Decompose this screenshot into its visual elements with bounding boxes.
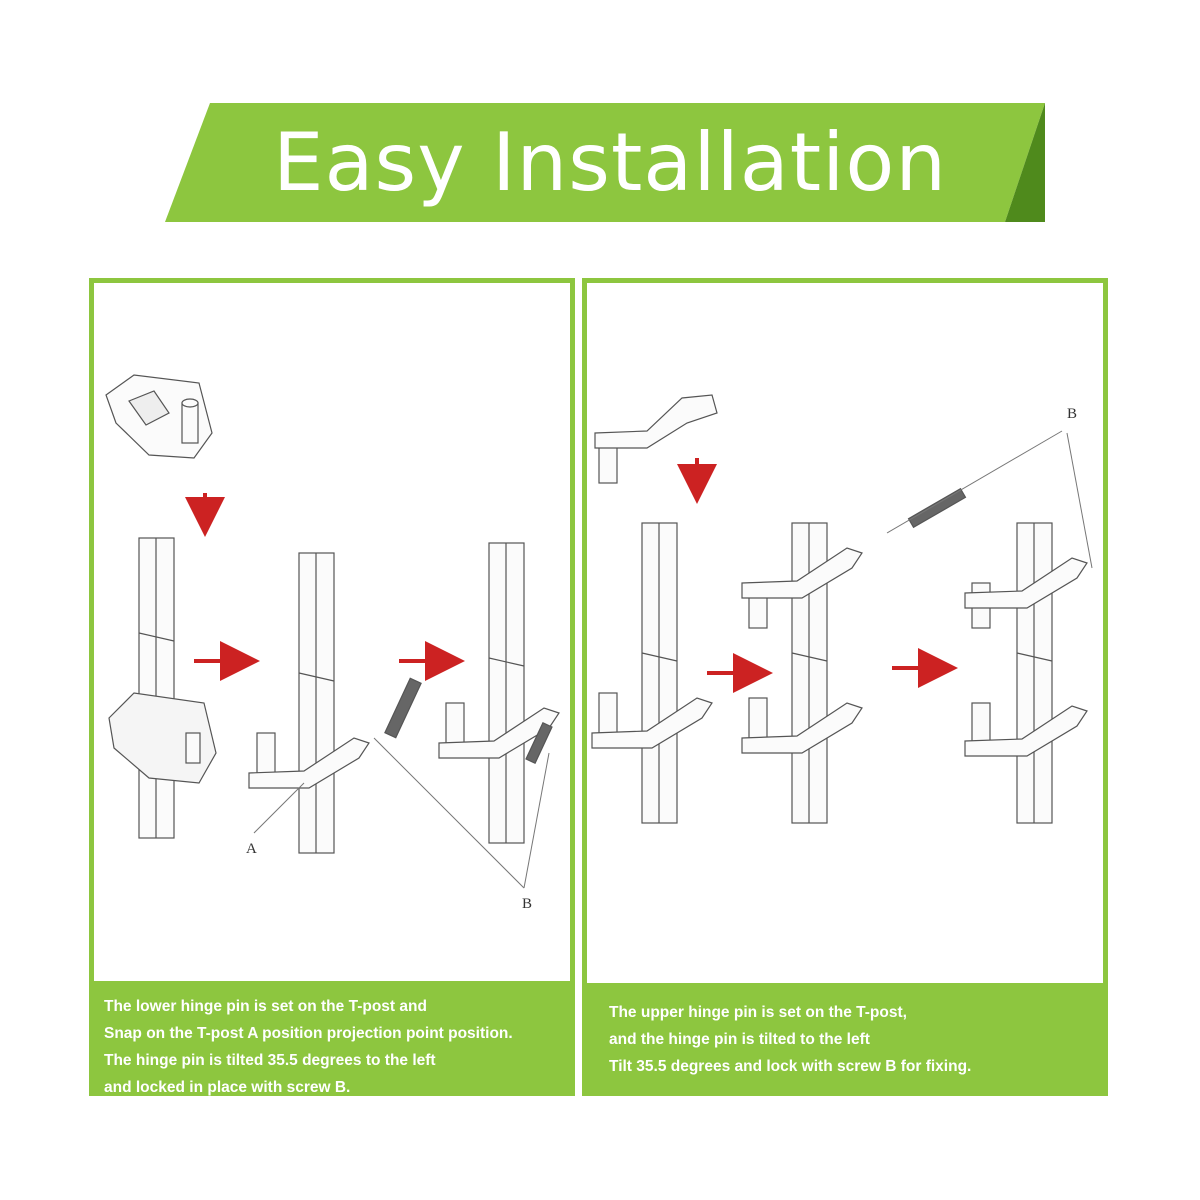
caption-line: Tilt 35.5 degrees and lock with screw B … — [609, 1058, 972, 1075]
t-post-icon — [641, 522, 678, 824]
label-b: B — [1067, 406, 1077, 422]
t-post-icon — [488, 542, 525, 844]
caption-line: The hinge pin is tilted 35.5 degrees to … — [104, 1052, 436, 1069]
t-post-icon — [298, 552, 335, 854]
caption-line: The upper hinge pin is set on the T-post… — [609, 1004, 907, 1021]
label-a: A — [246, 841, 257, 857]
t-post-icon — [1016, 522, 1053, 824]
lower-hinge-diagram: A B — [105, 374, 560, 912]
page-title: Easy Installation — [272, 116, 948, 209]
caption-line: The lower hinge pin is set on the T-post… — [104, 998, 427, 1015]
t-post-icon — [138, 537, 175, 839]
step-caption: The lower hinge pin is set on the T-post… — [94, 981, 570, 1096]
hinge-bracket-icon — [594, 394, 718, 484]
step-panel-upper-hinge: B The upper hinge pin is set on the T-po… — [582, 278, 1108, 1096]
label-b: B — [522, 896, 532, 912]
step-panel-lower-hinge: A B The lower hinge pin is set on the T-… — [89, 278, 575, 1096]
caption-line: and locked in place with screw B. — [104, 1079, 351, 1096]
caption-line: and the hinge pin is tilted to the left — [609, 1031, 870, 1048]
caption-line: Snap on the T-post A position projection… — [104, 1025, 513, 1042]
step-caption: The upper hinge pin is set on the T-post… — [587, 983, 1103, 1091]
title-banner — [165, 103, 1045, 222]
upper-hinge-diagram: B — [591, 394, 1093, 824]
hinge-bracket-icon — [105, 374, 213, 459]
